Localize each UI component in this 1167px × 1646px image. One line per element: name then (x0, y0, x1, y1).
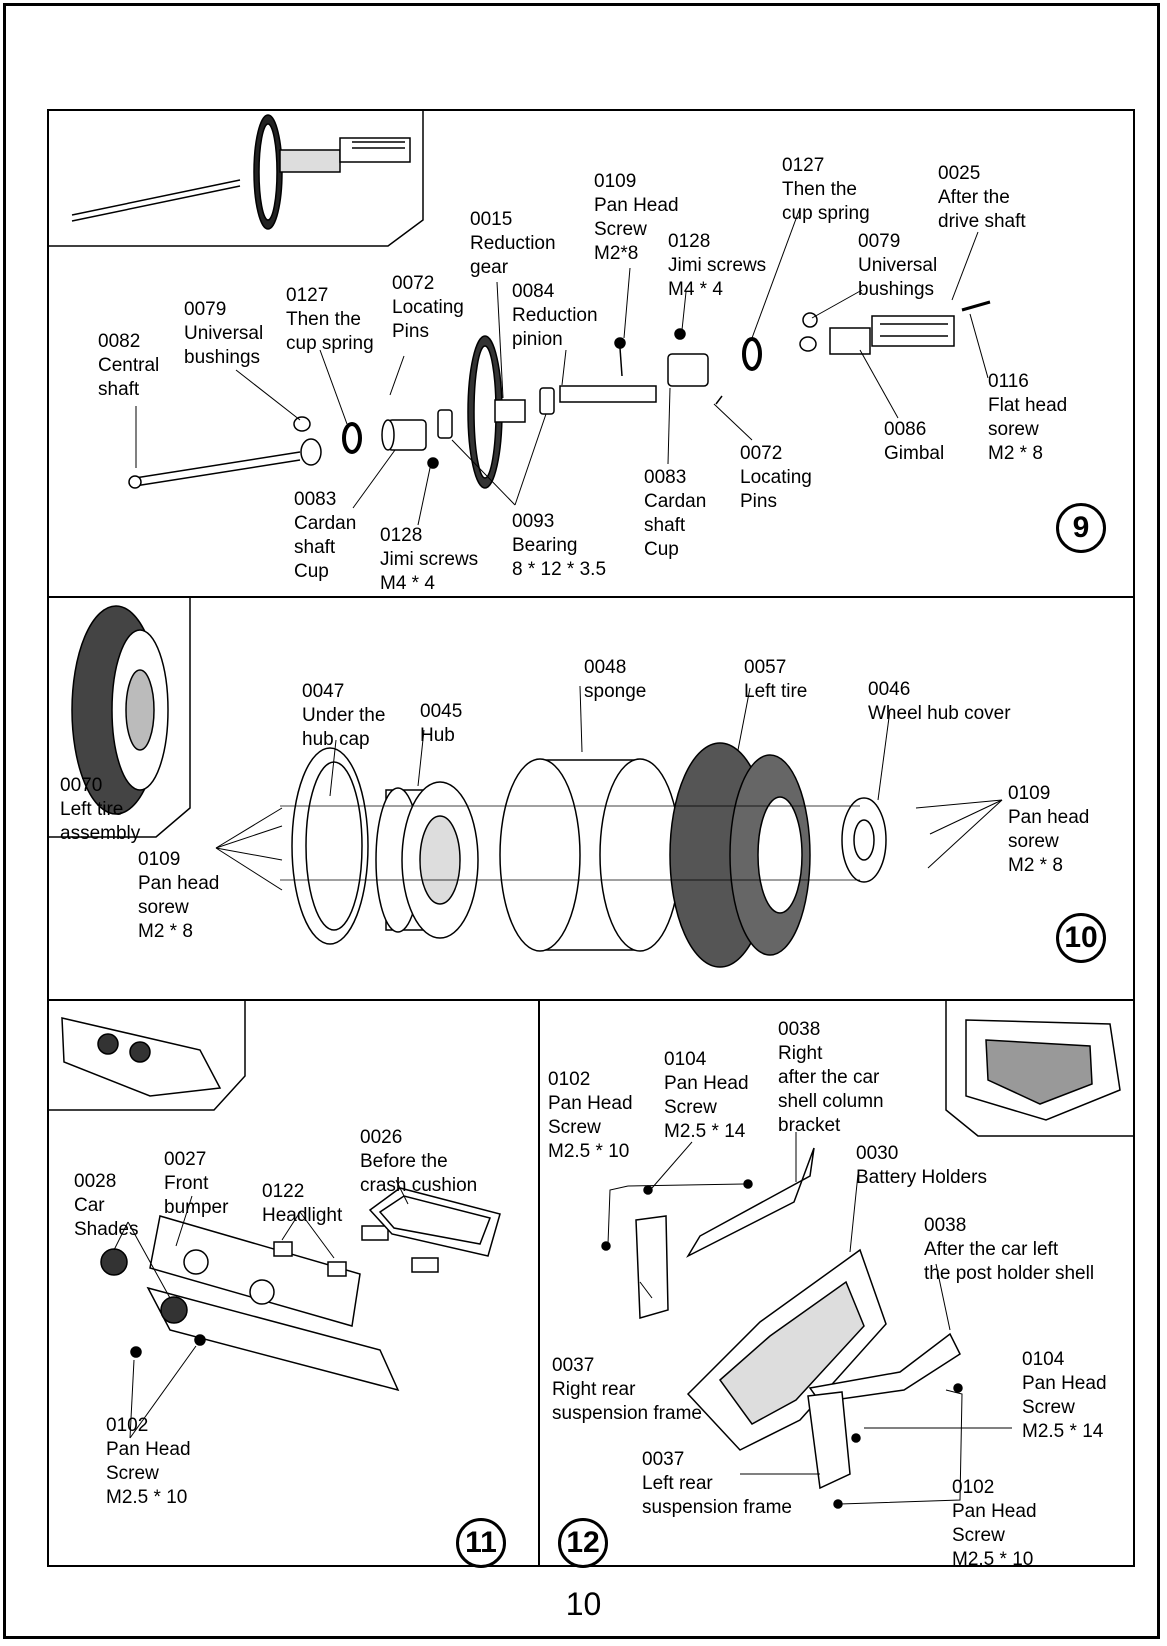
inset-11-drawing (61, 1017, 222, 1097)
inset-12 (945, 999, 1135, 1137)
panel-12-leaders (607, 1132, 1012, 1505)
panel-9-leaders (135, 207, 989, 526)
page-number: 10 (565, 1586, 602, 1622)
panel-10-leaders (215, 685, 1003, 891)
panel-11-leaders (113, 1179, 409, 1439)
panel-10-drawing (280, 742, 887, 968)
step-number-11: 11 (456, 1518, 506, 1568)
panel-12-drawing (601, 1147, 963, 1509)
page-border (3, 3, 1160, 1639)
panel-frame-12 (538, 999, 1135, 1567)
panel-11-drawing (100, 1187, 501, 1392)
inset-9 (47, 109, 424, 247)
inset-12-drawing (965, 1019, 1121, 1121)
inset-9-drawing (71, 114, 411, 230)
step-number-10: 10 (1056, 913, 1106, 963)
inset-10-drawing (71, 605, 169, 815)
inset-11 (47, 999, 246, 1111)
step-number-9: 9 (1056, 503, 1106, 553)
panel-9-drawing (128, 300, 991, 489)
step-number-12: 12 (558, 1518, 608, 1568)
inset-10 (47, 596, 191, 838)
